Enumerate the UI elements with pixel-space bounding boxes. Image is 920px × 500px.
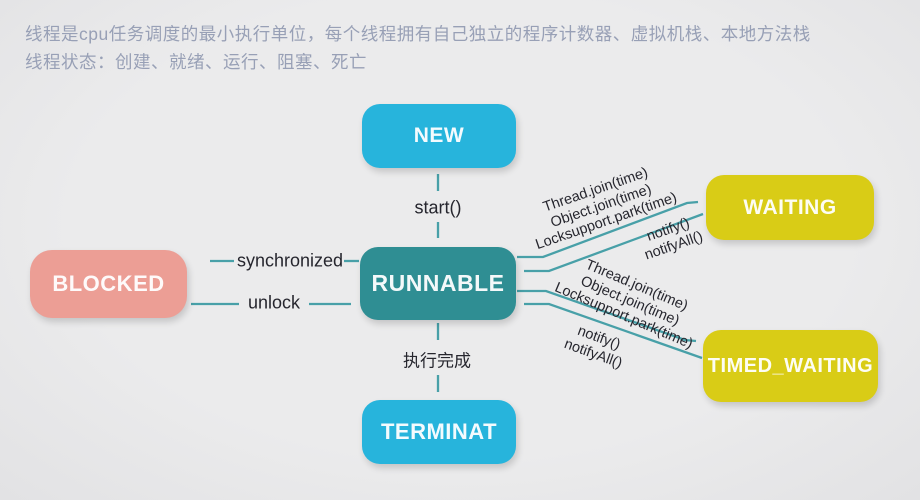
edge-runnable-to-waiting [517,200,699,259]
header-line-2: 线程状态：创建、就绪、运行、阻塞、死亡 [25,52,367,72]
node-timed-waiting: TIMED_WAITING [703,330,878,402]
edge-label-synchronized: synchronized [236,250,344,271]
edge-waiting-to-runnable [524,212,704,273]
edge-label-start: start() [414,197,462,218]
edge-label-unlock: unlock [247,292,301,313]
edge-label-execution-complete: 执行完成 [403,351,471,371]
node-runnable: RUNNABLE [360,247,516,320]
edge-runnable-to-timed-waiting [517,289,697,343]
node-new: NEW [362,104,516,168]
node-blocked: BLOCKED [30,250,187,318]
node-waiting: WAITING [706,175,874,240]
node-terminated: TERMINAT [362,400,516,464]
header-line-1: 线程是cpu任务调度的最小执行单位，每个线程拥有自己独立的程序计数器、虚拟机栈、… [25,24,811,44]
edge-timed-waiting-to-runnable [524,302,703,360]
